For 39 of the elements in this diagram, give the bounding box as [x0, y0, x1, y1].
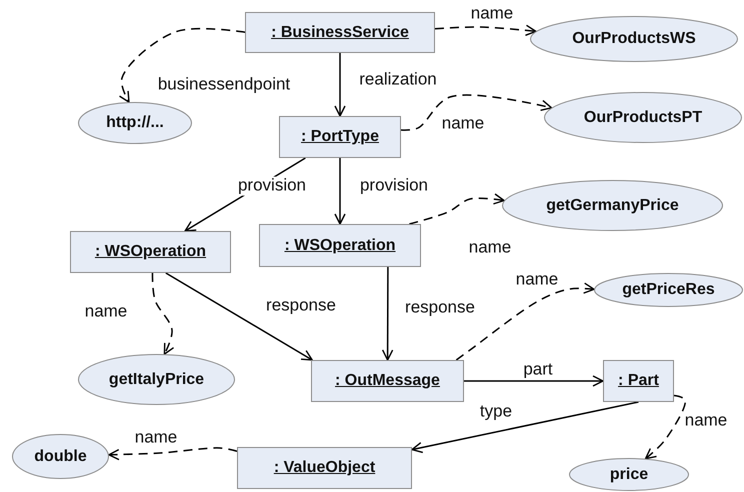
value-text: http://...: [106, 114, 164, 132]
edge-label: part: [521, 360, 555, 380]
value-text: OurProductsPT: [584, 108, 702, 126]
dashed-arrow: [434, 24, 537, 36]
object-name: : ValueObject: [274, 459, 376, 477]
object-name: : BusinessService: [271, 24, 409, 42]
dashed-arrow: [644, 394, 686, 460]
arrow: [411, 401, 639, 454]
object-box: [259, 224, 421, 267]
value-text: OurProductsWS: [572, 30, 696, 48]
object-name: : Part: [618, 372, 659, 390]
object-box: [279, 116, 401, 158]
value-text: getGermanyPrice: [546, 196, 679, 214]
edge-label: type: [478, 402, 514, 422]
object-box: [237, 447, 412, 489]
value-text: price: [610, 466, 648, 484]
object-box: [603, 360, 674, 402]
dashed-arrow: [456, 282, 595, 361]
arrow: [382, 267, 394, 361]
arrow: [464, 375, 604, 387]
value-text: double: [34, 448, 87, 466]
arrow: [165, 272, 313, 361]
object-box: [245, 12, 435, 53]
object-name: : PortType: [301, 128, 379, 146]
object-box: [70, 231, 231, 273]
arrow: [334, 53, 346, 117]
dashed-arrow: [400, 94, 552, 131]
dashed-arrow: [409, 193, 505, 225]
edge-label: businessendpoint: [156, 76, 292, 94]
object-box: [311, 360, 464, 402]
dashed-arrow: [152, 273, 174, 355]
dashed-arrow: [108, 447, 238, 460]
object-name: : WSOperation: [284, 236, 396, 254]
value-text: getPriceRes: [622, 281, 715, 299]
arrow: [334, 158, 346, 225]
dashed-arrow: [118, 28, 246, 103]
value-text: getItalyPrice: [108, 370, 204, 388]
object-name: : WSOperation: [94, 243, 206, 261]
object-name: : OutMessage: [335, 372, 440, 390]
